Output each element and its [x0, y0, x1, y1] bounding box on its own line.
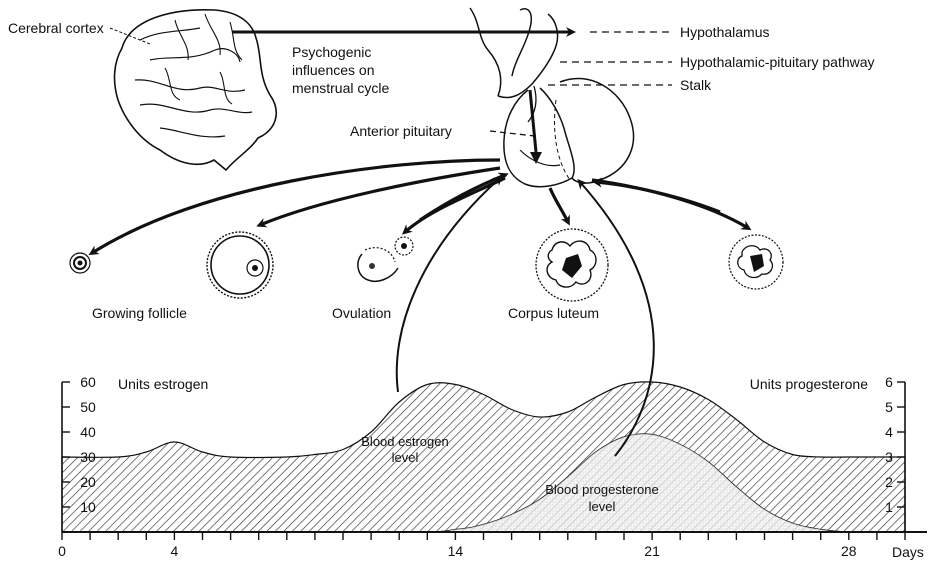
y-axis-left-title: Units estrogen — [118, 376, 208, 392]
y-left-tick-label: 10 — [80, 499, 96, 515]
y-left-tick-label: 20 — [80, 474, 96, 490]
estrogen-level-area — [62, 382, 905, 532]
label-growing-follicle: Growing follicle — [92, 305, 187, 321]
label-blood-progesterone-line1: Blood progesterone — [545, 482, 658, 497]
x-tick-label: 14 — [448, 543, 464, 559]
y-right-tick-label: 5 — [885, 399, 893, 415]
estrogen-feedback-arrow — [397, 178, 500, 392]
arrow-to-regressing-corpus — [592, 180, 748, 228]
label-blood-progesterone-line2: level — [589, 499, 616, 514]
y-left-tick-label: 50 — [80, 399, 96, 415]
label-cerebral-cortex: Cerebral cortex — [8, 20, 104, 36]
label-psychogenic-line2: influences on — [292, 62, 375, 78]
y-right-tick-label: 3 — [885, 449, 893, 465]
y-left-tick-label: 60 — [80, 374, 96, 390]
leader-lines — [110, 28, 672, 136]
label-corpus-luteum: Corpus luteum — [508, 305, 599, 321]
y-right-tick-label: 1 — [885, 499, 893, 515]
hormone-level-chart: 0 4 14 21 28 10 20 30 40 50 60 1 2 3 4 5 6 Units estro… — [58, 374, 927, 560]
y-left-tick-label: 40 — [80, 424, 96, 440]
y-left-tick-label: 30 — [80, 449, 96, 465]
x-tick-label: 0 — [58, 543, 66, 559]
label-psychogenic-line1: Psychogenic — [292, 44, 371, 60]
label-stalk: Stalk — [680, 77, 712, 93]
y-right-tick-label: 2 — [885, 474, 893, 490]
follicle-small — [70, 253, 90, 273]
y-right-tick-label: 6 — [885, 374, 893, 390]
label-ovulation: Ovulation — [332, 305, 391, 321]
follicle-ovulation — [358, 237, 413, 281]
x-tick-label: 21 — [644, 543, 660, 559]
label-anterior-pituitary: Anterior pituitary — [350, 123, 452, 139]
label-blood-estrogen-line2: level — [392, 450, 419, 465]
label-psychogenic-line3: menstrual cycle — [292, 80, 389, 96]
label-hypothalamic-pathway: Hypothalamic-pituitary pathway — [680, 54, 875, 70]
label-blood-estrogen-line1: Blood estrogen — [361, 434, 448, 449]
corpus-luteum — [536, 229, 608, 301]
x-axis-title: Days — [892, 544, 924, 560]
x-tick-label: 28 — [841, 543, 857, 559]
label-hypothalamus: Hypothalamus — [680, 24, 770, 40]
y-axis-right-title: Units progesterone — [750, 376, 869, 392]
corpus-luteum-regressing — [729, 235, 783, 289]
arrow-to-corpus-luteum — [550, 188, 568, 222]
x-tick-label: 4 — [171, 543, 179, 559]
y-right-tick-label: 4 — [885, 424, 893, 440]
x-axis: 0 4 14 21 28 — [58, 532, 927, 559]
brain-illustration — [115, 10, 277, 170]
pituitary-to-ovary-arrows — [92, 160, 748, 253]
follicle-growing — [207, 232, 273, 298]
